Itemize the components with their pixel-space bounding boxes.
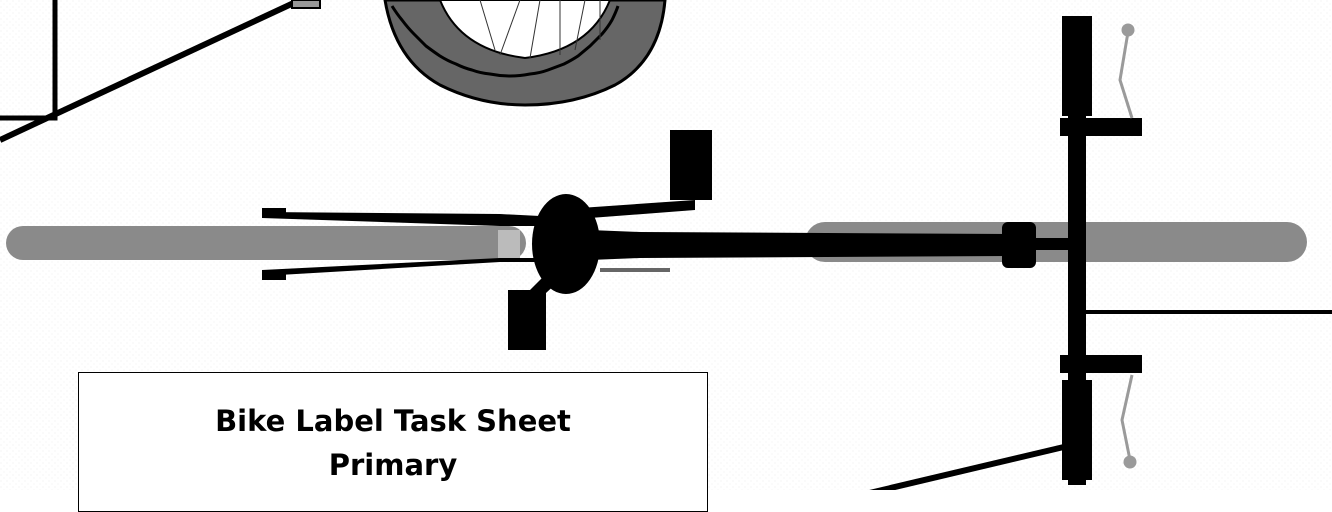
tyre-scallop [390,5,620,78]
brake-clamp-lower [1060,355,1142,373]
rear-stays [262,208,540,280]
top-wheel [383,0,667,107]
pedal-lower [508,290,546,350]
rear-wheel [6,226,526,260]
pedal-upper [670,130,712,200]
label-box-top-left [0,0,58,121]
handlebar [1060,16,1142,485]
title-line-2: Primary [328,448,458,482]
frame [520,194,1010,306]
wheel-spokes [479,0,601,59]
title-line-1: Bike Label Task Sheet [215,404,571,438]
grip-upper [1062,16,1092,116]
stem [1030,238,1075,250]
brake-clamp-upper [1060,118,1142,136]
pointer-line-top-left [0,0,302,143]
brake-levers [1118,23,1137,469]
pointer-line-bottom [869,443,1069,490]
pointer-tip-top-left [291,0,321,9]
headset [1002,222,1036,268]
wheel-rim [438,0,612,60]
grip-lower [1062,380,1092,480]
seat-post [498,230,520,258]
title-box: Bike Label Task Sheet Primary [78,372,708,512]
